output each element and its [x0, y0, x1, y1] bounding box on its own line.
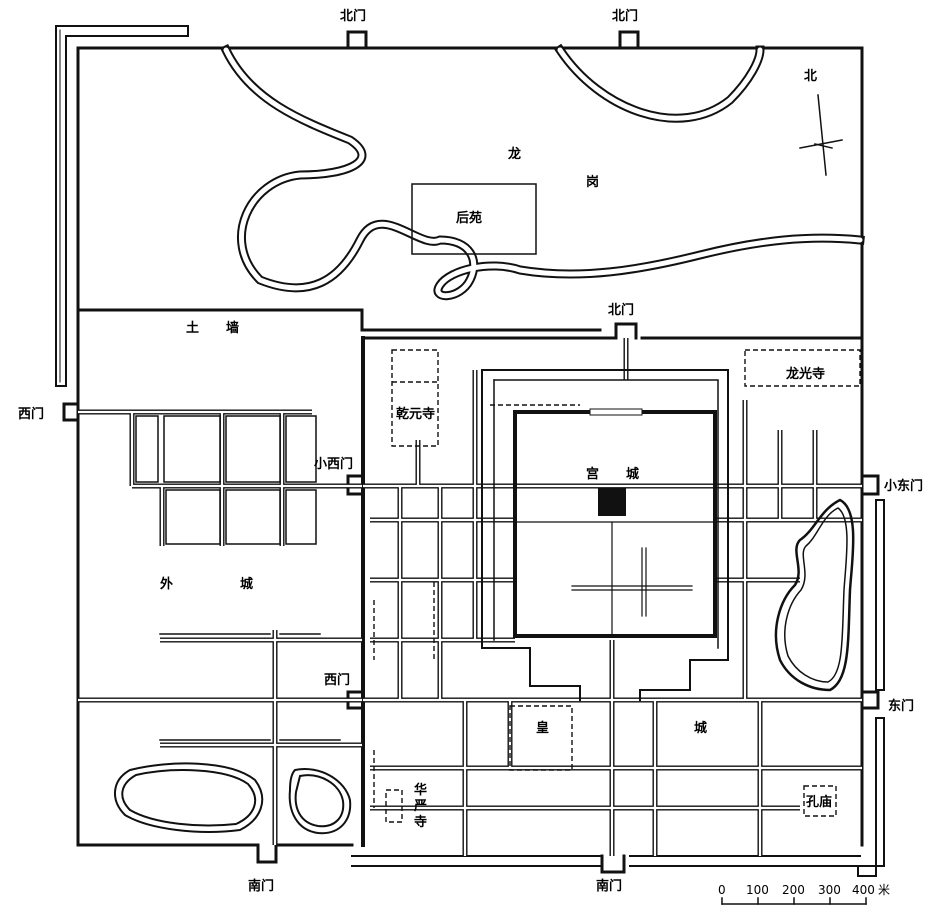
outer-city-roads [78, 409, 362, 845]
earth-wall-label-1: 土 [186, 320, 199, 336]
north-arrow-label: 北 [804, 69, 817, 84]
small-east-gate-label: 小东门 [884, 478, 923, 494]
scale-tick-200: 200 [782, 883, 805, 897]
outer-city-label-2: 城 [240, 576, 253, 592]
scale-bar: 0 100 200 300 400 米 [718, 883, 890, 905]
imperial-city-roads [363, 338, 862, 856]
huayan-temple-label-2: 严 [413, 799, 427, 814]
gates [62, 30, 880, 874]
west-gate-label: 西门 [18, 406, 44, 422]
south-gate-label-1: 南门 [248, 878, 274, 894]
scale-unit: 米 [878, 883, 890, 897]
east-gate-label: 东门 [888, 698, 914, 714]
scale-tick-300: 300 [818, 883, 841, 897]
imperial-city-label-2: 城 [694, 720, 707, 736]
north-arrow [799, 94, 843, 176]
houyuan-garden [411, 183, 537, 255]
palace-city [513, 408, 717, 638]
north-gate-label-3: 北门 [608, 302, 634, 318]
longguang-temple-label: 龙光寺 [786, 366, 825, 382]
imperial-city-label-1: 皇 [536, 720, 549, 736]
north-gate-label-1: 北门 [340, 8, 366, 24]
palace-city-label-1: 宫 [586, 466, 599, 482]
lakes [114, 498, 855, 835]
west-gate-label-2: 西门 [324, 672, 350, 688]
huayan-temple-label-1: 华 [414, 782, 427, 798]
map-labels: 北门 北门 北门 北 龙 岗 后苑 土 墙 西门 小西门 西门 小东门 东门 南… [18, 8, 923, 894]
river-channels [219, 43, 865, 301]
south-gate-label-2: 南门 [596, 878, 622, 894]
huayan-temple-label-3: 寺 [414, 814, 427, 830]
scale-tick-400: 400 [852, 883, 875, 897]
outer-walls [55, 25, 885, 877]
small-west-gate-label: 小西门 [314, 456, 353, 472]
scale-tick-0: 0 [718, 883, 726, 897]
longgang-label-1: 龙 [508, 146, 521, 162]
scale-tick-100: 100 [746, 883, 769, 897]
qianyuan-temple-label: 乾元寺 [396, 406, 435, 422]
palace-city-label-2: 城 [626, 466, 639, 482]
longgang-label-2: 岗 [586, 174, 599, 190]
houyuan-label: 后苑 [456, 210, 482, 226]
outer-city-label-1: 外 [159, 576, 173, 592]
earth-wall-label-2: 墙 [226, 320, 239, 336]
confucius-temple-label: 孔庙 [806, 794, 832, 810]
north-gate-label-2: 北门 [612, 8, 638, 24]
